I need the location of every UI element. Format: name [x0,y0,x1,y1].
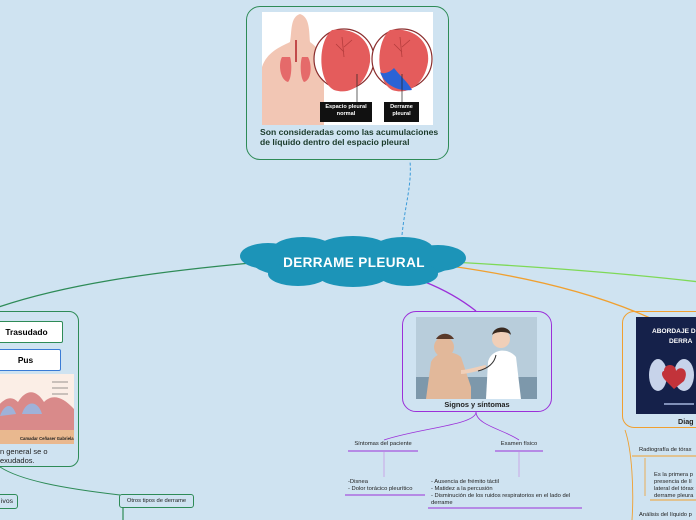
right-node[interactable] [622,311,696,428]
analisis-label: Análisis del líquido p [639,512,692,518]
book-title-2: DERRA [669,338,693,345]
symptom-item: -Disnea [348,479,368,485]
left-node[interactable] [0,311,79,467]
pill-trasudado[interactable]: Trasudado [0,321,63,343]
central-title: DERRAME PLEURAL [283,255,425,270]
exam-item: - Matidez a la percusión [431,486,493,492]
connector-signs-left [383,411,477,441]
heart-lungs-icon [649,359,694,391]
lung-diagram-icon [262,12,433,125]
book-author-line [664,403,694,405]
image-credit: Camadar Ceñaser Gabriela [20,436,74,441]
book-title-1: ABORDAJE D [652,328,696,335]
connector-top [401,160,411,236]
symptoms-list: -Disnea - Dolor torácico pleurítico [348,479,428,493]
connector-right-vertical [624,429,634,520]
exam-item: - Ausencia de frémito táctil [431,479,499,485]
signs-node[interactable] [402,311,552,412]
radiografia-label: Radiografía de tórax [639,447,692,453]
right-caption: Diag [678,417,694,426]
top-caption: Son consideradas como las acumulaciones … [260,127,439,147]
connector-signs [424,281,477,312]
doctor-photo [416,317,537,399]
lung-illustration: Espacio pleural normal Derrame pleural [262,12,433,125]
connector-left [0,261,263,308]
doctor-patient-icon [416,317,537,399]
label-effusion: Derrame pleural [390,104,413,117]
central-cloud[interactable] [238,236,468,288]
symptoms-title: Síntomas del paciente [354,441,412,447]
book-cover: ABORDAJE D DERRA [636,317,696,414]
left-sub-node-otros[interactable]: Otros tipos de derrame [119,494,194,508]
radiografia-text: Es la primera p presencia de lí lateral … [654,472,694,499]
left-sub-node-1[interactable]: ivos [0,494,18,509]
symptom-item: - Dolor torácico pleurítico [348,486,413,492]
connector-signs-right [475,411,520,441]
exam-title: Examen físico [500,441,538,447]
exam-item: - Disminución de los ruidos respiratorio… [431,493,571,506]
label-normal: Espacio pleural normal [325,104,367,117]
tissue-diagram-icon [0,374,74,444]
exam-list: - Ausencia de frémito táctil - Matidez a… [431,479,586,507]
signs-caption: Signos y síntomas [444,400,510,409]
left-illustration: Camadar Ceñaser Gabriela [0,374,74,444]
pill-pus[interactable]: Pus [0,349,61,371]
connector-right-lime [451,261,696,283]
left-text: n general se o exudados. [0,447,48,465]
connector-left-sub [0,466,121,496]
